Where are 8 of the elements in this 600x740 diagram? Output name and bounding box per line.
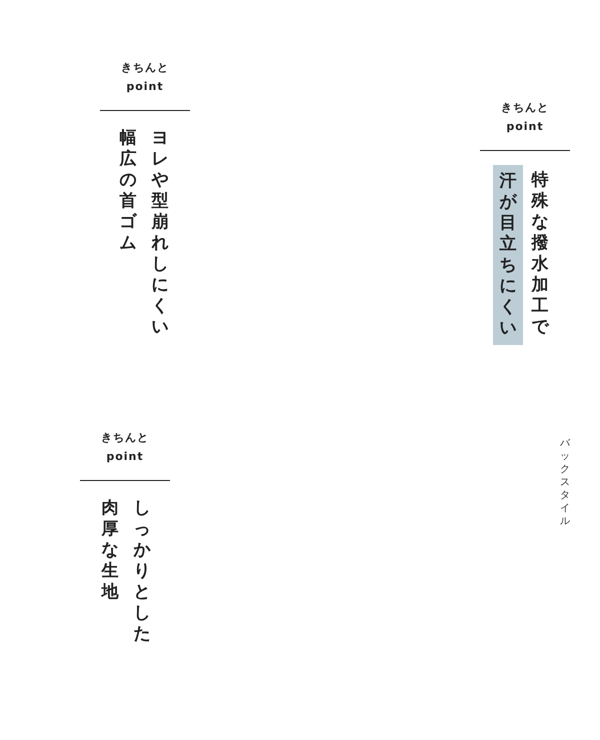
side-caption: バックスタイル [559,437,571,529]
point-heading: きちんと point [100,430,150,465]
feature-text: しっかりとした肉厚な生地 [100,498,152,646]
feature-text: 特殊な撥水加工で [530,170,550,339]
feature-text: ヨレや型崩れしにくい幅広の首ゴム [118,128,170,339]
highlighted-text: 汗が目立ちにくい [493,165,523,345]
point-heading: きちんと point [120,60,170,95]
point-heading: きちんと point [500,100,550,135]
